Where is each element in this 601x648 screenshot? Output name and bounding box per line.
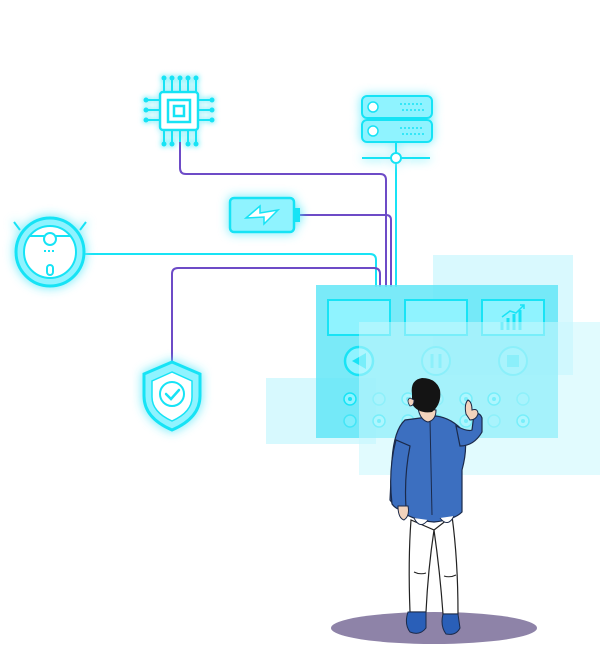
person-figure: [389, 378, 483, 635]
microchip-icon: [143, 75, 215, 147]
robot-vacuum-icon: [13, 216, 87, 288]
server-stack-icon: [361, 95, 433, 164]
connection-wires: [84, 139, 397, 363]
floor-shadow: [331, 612, 537, 644]
security-shield-icon: [142, 360, 202, 432]
battery-icon: [228, 196, 300, 234]
